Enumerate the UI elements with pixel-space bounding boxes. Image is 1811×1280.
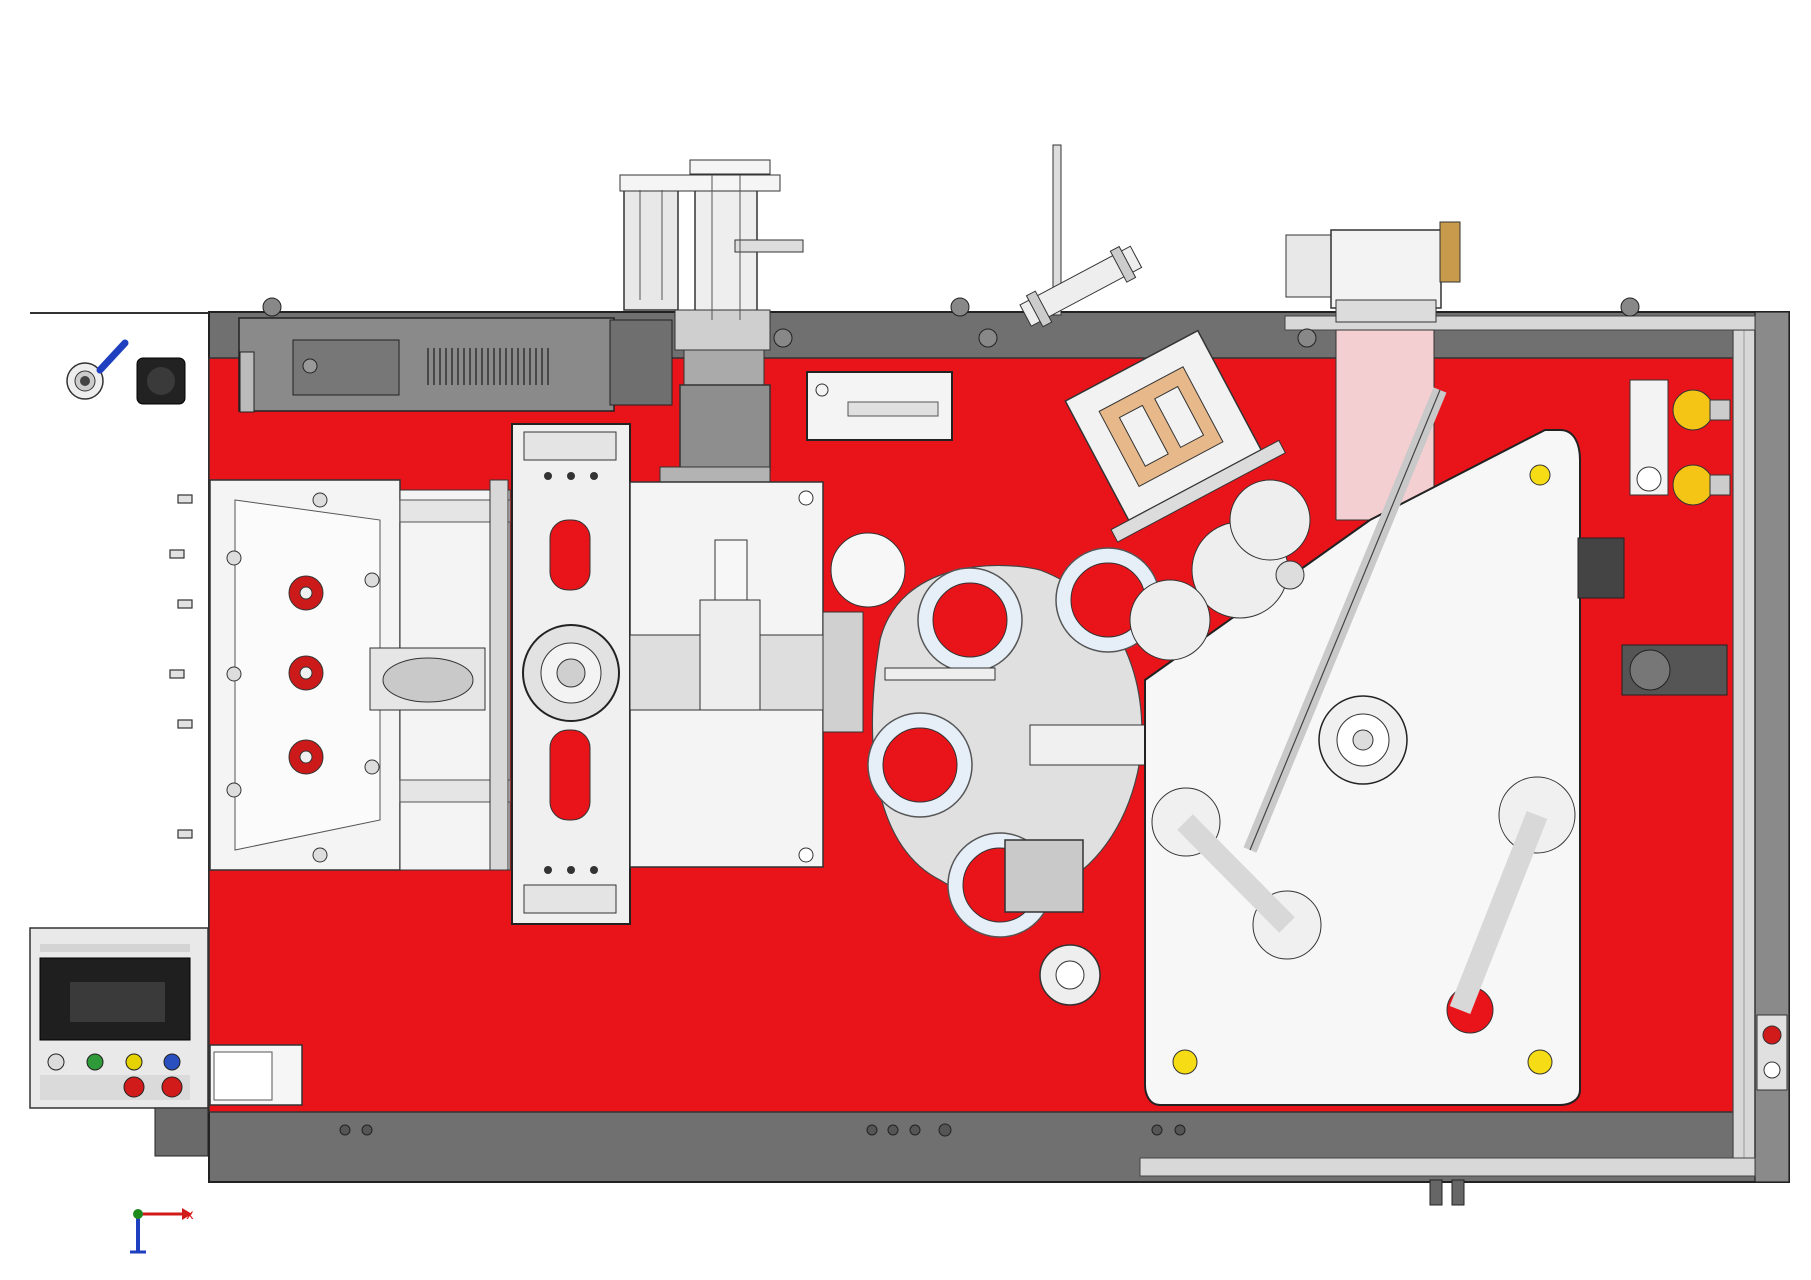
top-cylinder-assembly (619, 159, 804, 484)
axis-origin (133, 1209, 143, 1219)
left-rail-module (169, 479, 511, 871)
top-guide-rod (1052, 144, 1062, 316)
roll-rings (867, 547, 1161, 938)
indicator-lamp (47, 1053, 65, 1071)
emergency-stop-button[interactable] (161, 1076, 183, 1098)
frame-holes (262, 297, 1640, 1137)
indicator-lamp (86, 1053, 104, 1071)
lower-arm-left (1177, 814, 1295, 933)
estop-buttons[interactable] (123, 1076, 183, 1098)
indicator-lamps (47, 1053, 181, 1071)
right-main-plate (1129, 429, 1581, 1106)
emergency-stop-button[interactable] (123, 1076, 145, 1098)
top-right-motor (1285, 221, 1461, 521)
axis-indicator: x (130, 1208, 194, 1254)
cutter-block (1004, 839, 1084, 913)
feeder-cylinder (1019, 245, 1143, 328)
tilted-feeder (1064, 329, 1287, 543)
axis-x-label: x (186, 1208, 194, 1223)
control-panel (29, 927, 209, 1157)
lower-wheel (1039, 944, 1101, 1006)
central-carriage (511, 423, 906, 925)
hand-valve[interactable] (66, 339, 129, 400)
right-dark-cylinder (1621, 644, 1728, 696)
right-yellow-cylinders (1629, 379, 1731, 506)
turret-slide (884, 667, 996, 681)
indicator-lamp (125, 1053, 143, 1071)
lower-arm-right (1449, 810, 1548, 1015)
bottom-feet (1429, 1179, 1443, 1206)
bottom-rail (1139, 1157, 1756, 1177)
top-left-motor-housing (238, 317, 673, 413)
right-black-block (1577, 537, 1625, 599)
right-estop[interactable] (1756, 1014, 1788, 1091)
nameplate (806, 371, 953, 441)
indicator-lamp (163, 1053, 181, 1071)
